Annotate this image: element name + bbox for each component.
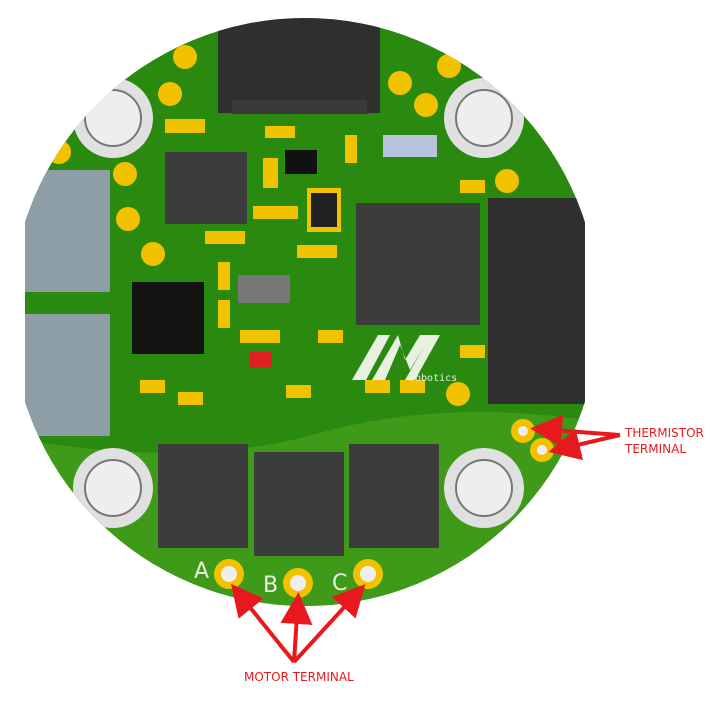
- crystal: [238, 275, 290, 303]
- motor-terminals: [214, 559, 383, 598]
- mcu-chip: [356, 203, 480, 325]
- thermistor-label-line1: THERMISTOR: [625, 426, 704, 440]
- phase-label-c: C: [332, 571, 347, 596]
- annotation-arrows: [230, 414, 621, 664]
- logo-text: robotics: [409, 373, 457, 384]
- mounting-holes: [73, 78, 524, 528]
- mosfet-c: [349, 444, 439, 548]
- right-connector: [488, 198, 585, 404]
- pcb-board: [25, 18, 585, 606]
- mosfet-b: [254, 452, 344, 556]
- thermistor-label-line2: TERMINAL: [625, 442, 687, 456]
- chip: [132, 282, 204, 354]
- phase-label-b: B: [263, 573, 278, 598]
- thermistor-terminal-label: THERMISTOR TERMINAL: [625, 425, 704, 457]
- chip: [165, 152, 247, 224]
- left-connector-bottom: [25, 314, 110, 436]
- motor-terminal-label: MOTOR TERMINAL: [244, 670, 354, 684]
- logo-mark: [352, 335, 440, 380]
- pads: [47, 45, 519, 406]
- top-connector: [218, 18, 380, 113]
- phase-label-a: A: [194, 559, 209, 584]
- mosfet-a: [158, 444, 248, 548]
- left-connector-top: [25, 170, 110, 292]
